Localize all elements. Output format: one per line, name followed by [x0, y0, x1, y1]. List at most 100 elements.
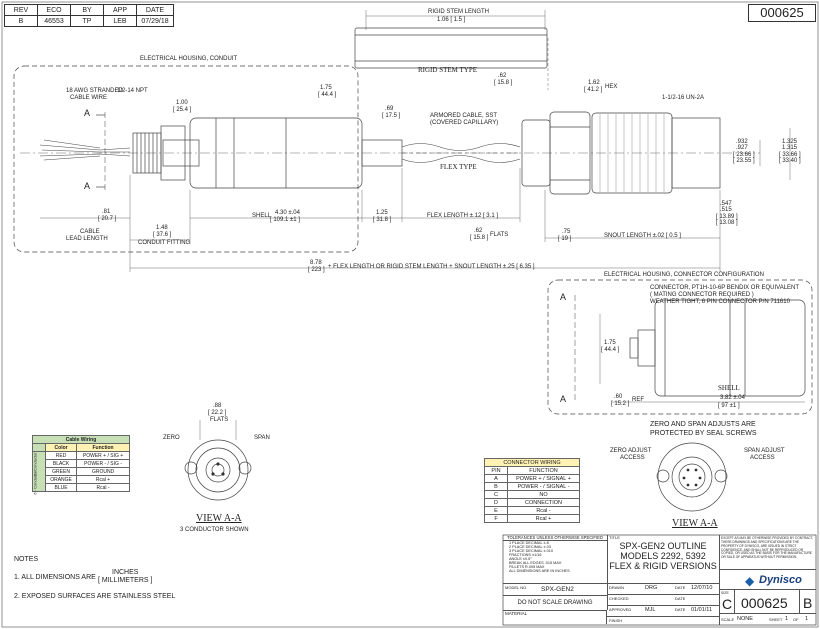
cable-wiring-title: Cable Wiring [32, 435, 130, 444]
electrical-housing-conduit-label: ELECTRICAL HOUSING, CONDUIT [140, 56, 238, 62]
sheet-value: 1 [785, 616, 789, 622]
pin-function-4: Rcal - [507, 506, 580, 515]
cable-len-mm: [ 20.7 ] [98, 216, 117, 222]
flex-type-label: FLEX TYPE [440, 163, 477, 171]
pin-function-2: NO [507, 490, 580, 499]
conn-dia: 1.75 [604, 340, 616, 346]
section-a-conn-top: A [560, 292, 567, 302]
tolerances-title: TOLERANCES UNLESS OTHERWISE SPECIFIED [503, 535, 607, 541]
awg-wire-label-2: CABLE WIRE [70, 95, 108, 101]
span-label: SPAN [254, 435, 270, 441]
cable-lead-label-1: CABLE [80, 229, 100, 235]
sheet-of: OF [793, 617, 799, 622]
note-2-text: 2. EXPOSED SURFACES ARE STAINLESS STEEL [14, 593, 176, 600]
conn-shell-dim-mm: [ 97 ±1 ] [718, 403, 740, 409]
approved-label: APPROVED [609, 607, 632, 612]
cable-len: .81 [102, 209, 111, 215]
pin-1: B [484, 482, 508, 491]
title-block-frame [502, 534, 817, 626]
connector-label-2: ( MATING CONNECTOR REQUIRED ) [650, 292, 754, 298]
wire-color-2: GREEN [44, 467, 78, 476]
tol-line-7: ALL DIMENSIONS ARE IN INCHES [509, 569, 570, 573]
note-1-mm: [ MILLIMETERS ] [98, 577, 153, 584]
conduit-len: 1.48 [156, 225, 168, 231]
stem-dia-mm: [ 15.8 ] [494, 80, 513, 86]
model-label: MODEL NO. [505, 585, 528, 590]
connector-wiring-title: CONNECTOR WIRING [484, 458, 580, 467]
view-aa-left-title: VIEW A-A [196, 513, 242, 524]
proprietary-text: EXCEPT AS MAY BE OTHERWISE PROVIDED BY C… [721, 536, 814, 560]
pin-0: A [484, 474, 508, 483]
shell-label: SHELL [252, 213, 272, 219]
note-1-text: 1. ALL DIMENSIONS ARE [14, 574, 96, 581]
flats-view-dim: .88 [213, 403, 222, 409]
zero-label: ZERO [163, 435, 180, 441]
hex-dim-mm: [ 41.2 ] [584, 87, 603, 93]
dia-927-mm: [ 23.55 ] [733, 158, 755, 164]
wire-color-0: RED [44, 451, 78, 460]
scale-value: NONE [737, 616, 753, 622]
dia-100-mm: [ 25.4 ] [173, 107, 192, 113]
view-aa-left [184, 420, 252, 501]
title-line-3: FLEX & RIGID VERSIONS [609, 561, 717, 571]
rigid-stem-type-label: RIGID STEM TYPE [418, 66, 477, 74]
title-block: TOLERANCES UNLESS OTHERWISE SPECIFIED 1 … [503, 535, 816, 625]
dim-125: 1.25 [376, 210, 388, 216]
conduit-len-mm: [ 37.6 ] [153, 232, 172, 238]
hex-dim: 1.62 [588, 80, 600, 86]
dia-1315: 1.315 [782, 145, 798, 151]
dim-547: .547 [720, 201, 732, 207]
section-a-top: A [84, 108, 91, 118]
pin-3: D [484, 498, 508, 507]
flats-label: FLATS [490, 232, 509, 238]
title-line-2: MODELS 2292, 5392 [620, 551, 706, 561]
dia-175: 1.75 [320, 85, 332, 91]
tol-line-5: BREAK ALL EDGES .015 MAX [509, 561, 562, 565]
ref-label: REF [632, 397, 644, 403]
zero-adjust-label-2: ACCESS [620, 455, 645, 461]
conduit-housing-box [13, 65, 359, 253]
drawn-label: DRAWN [609, 585, 624, 590]
overall-dim: 8.78 [310, 260, 322, 266]
span-adjust-label-1: SPAN ADJUST [744, 448, 785, 454]
dim-515: .515 [720, 207, 732, 213]
connector-plug [637, 329, 656, 367]
checked-label: CHECKED [609, 596, 629, 601]
tol-line-3: FRACTIONS ±1/16 [509, 553, 542, 557]
group-6-conductor-label: 6 - Conductor [32, 470, 38, 495]
rigid-stem-length-label: RIGID STEM LENGTH [428, 9, 490, 15]
function-header: Function [76, 443, 130, 452]
dia-175-mm: [ 44.4 ] [318, 92, 337, 98]
npt-label: 1/2-14 NPT [117, 88, 148, 94]
dim-515-mm: [ 13.08 ] [716, 220, 738, 226]
pin-function-header: FUNCTION [507, 466, 580, 475]
material-label: MATERIAL [503, 610, 607, 624]
flats-view-dim-mm: [ 22.2 ] [208, 410, 227, 416]
cable-wires [39, 139, 131, 161]
dwg-number: 000625 [741, 595, 788, 611]
tol-line-0: 1 PLACE DECIMAL ±.8 [509, 541, 549, 545]
zero-span-note-2: PROTECTED BY SEAL SCREWS [650, 430, 757, 437]
drawn-date-label: DATE [675, 585, 686, 590]
size-value: C [722, 596, 733, 612]
pin-2: C [484, 490, 508, 499]
approved-date-value: 01/01/11 [691, 607, 713, 613]
approved-value: MJL [645, 607, 656, 613]
armored-cable-label-1: ARMORED CABLE, SST [430, 113, 498, 119]
tol-line-6: FILLETS R.005 MAX [509, 565, 545, 569]
pin-function-3: CONNECTION [507, 498, 580, 507]
dim-75: .75 [562, 229, 571, 235]
tol-line-2: 3 PLACE DECIMAL ±.010 [509, 549, 553, 553]
title-line-1: SPX-GEN2 OUTLINE [619, 541, 707, 551]
flex-length-label: FLEX LENGTH ±.12 [ 3.1 ] [427, 213, 498, 219]
wire-function-2: GROUND [76, 467, 130, 476]
by-value: TP [70, 15, 104, 27]
dia-100: 1.00 [176, 100, 188, 106]
rev-value: B [4, 15, 38, 27]
rigid-stem-body [354, 27, 548, 69]
conduit-fitting-label: CONDUIT FITTING [138, 240, 191, 246]
app-value: LEB [103, 15, 137, 27]
hex-label: HEX [605, 84, 618, 90]
sheet-label: SHEET [769, 617, 783, 622]
